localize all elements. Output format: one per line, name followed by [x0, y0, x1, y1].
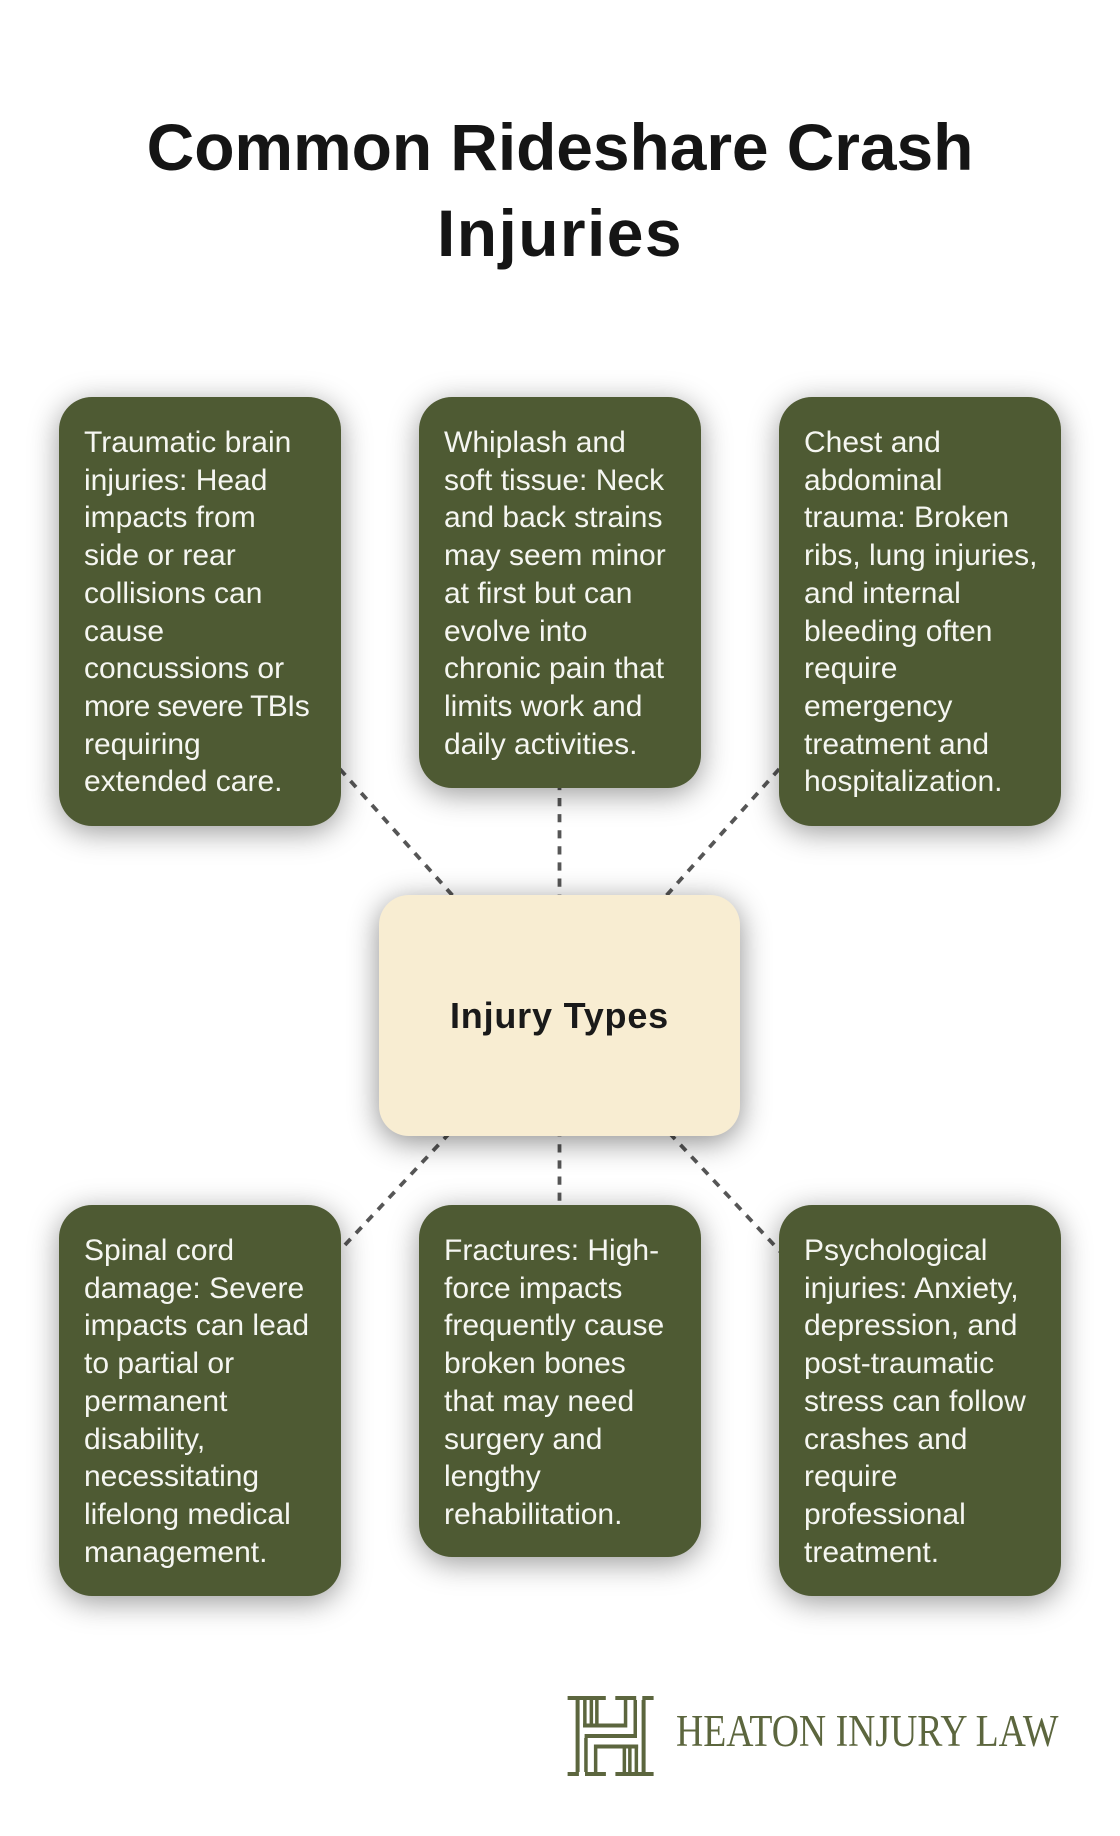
- svg-text:HEATON INJURY LAW: HEATON INJURY LAW: [676, 1706, 1059, 1756]
